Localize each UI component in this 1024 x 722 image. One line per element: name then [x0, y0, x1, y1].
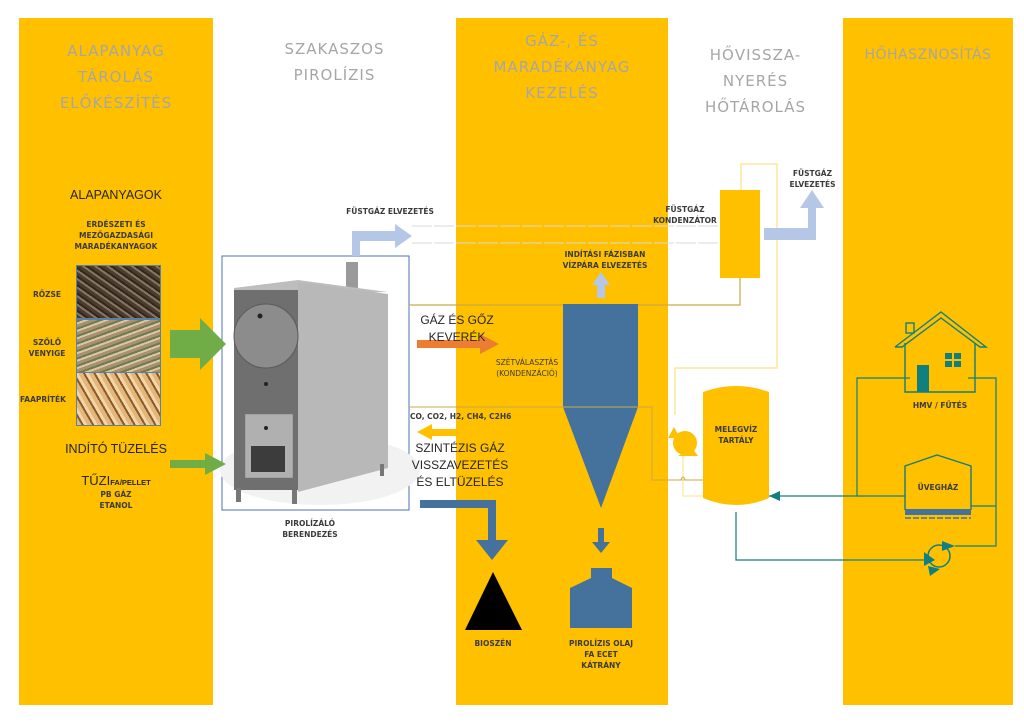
column-title-gas-residue: GÁZ-, ÉS MARADÉKANYAG KEZELÉS [493, 32, 631, 102]
biochar-arrow [420, 500, 508, 560]
hot-water-tank [703, 386, 769, 505]
greenhouse-icon [904, 454, 972, 519]
biochar-label: BIOSZÉN [474, 639, 512, 648]
oil-container-icon [570, 568, 632, 628]
feedstock-label-brushwood: RŐZSE [32, 290, 62, 299]
condenser-water-loop [674, 163, 778, 415]
startup-vapor-arrow [592, 272, 610, 298]
condenser-hot-pipe [409, 278, 741, 306]
startup-vapor-label: INDÍTÁSI FÁZISBAN VÍZPÁRA ELVEZETÉS [562, 250, 648, 270]
biochar-pile-icon [465, 572, 522, 630]
heating-return-line [769, 377, 910, 497]
startup-fuel-firewood-small: FA/PELLET [110, 478, 151, 487]
syngas-return-arrow [417, 424, 460, 440]
feedstock-label-woodchips: FAAPRÍTÉK [20, 395, 66, 404]
flue-gas-arrow-1 [352, 224, 412, 256]
pyrolyzer-device-icon [220, 262, 420, 505]
feedstock-arrow [170, 318, 226, 370]
startup-fuel-heading: INDÍTÓ TÜZELÉS [65, 442, 167, 456]
wood-chips-photo [76, 372, 161, 426]
recirculation-pump-icon [668, 427, 698, 482]
tank-inlet-pipe [652, 476, 703, 481]
hot-water-tank-label: MELEGVÍZ TARTÁLY [714, 425, 758, 445]
startup-fuel-firewood-big: TŰZI [81, 473, 111, 488]
feedstock-label-vine: SZŐLŐ VENYIGE [28, 338, 66, 358]
house-label: HMV / FŰTÉS [912, 401, 968, 410]
liquid-arrow [592, 528, 610, 553]
startup-fuel-arrow [170, 453, 226, 475]
flue-gas-arrow-2 [764, 190, 824, 240]
syngas-components-label: CO, CO2, H2, CH4, C2H6 [410, 412, 512, 421]
pyrolyzer-label: PIROLÍZÁLÓ BERENDEZÉS [282, 519, 338, 539]
vine-cuttings-photo [76, 319, 161, 373]
flue-gas-outlet-label-1: FÜSTGÁZ ELVEZETÉS [346, 207, 434, 216]
startup-fuel-line1: TŰZIFA/PELLET [19, 472, 213, 490]
tank-supply-line [735, 512, 924, 561]
column-title-heat-use: HŐHASZNOSÍTÁS [864, 47, 992, 63]
separator-cyclone [563, 304, 638, 508]
column-heat-use-bg [843, 18, 1013, 705]
gas-vapor-mix-label: GÁZ ÉS GŐZ KEVERÉK [420, 313, 494, 344]
flue-gas-condenser [720, 190, 760, 278]
gas-vapor-arrow [417, 334, 499, 354]
startup-fuel-lpg: PB GÁZ [100, 490, 132, 499]
heating-return-arrow [769, 491, 780, 501]
liquid-products-label: PIROLÍZIS OLAJ FA ECET KÁTRÁNY [569, 639, 633, 670]
house-supply-line [955, 377, 997, 547]
flue-gas-outlet-label-2: FÜSTGÁZ ELVEZETÉS [789, 169, 836, 189]
column-title-heat-recovery: HŐVISSZA- NYERÉS HŐTÁROLÁS [704, 46, 807, 116]
column-title-storage: ALAPANYAG TÁROLÁS ELŐKÉSZÍTÉS [59, 42, 173, 112]
brushwood-photo [76, 265, 161, 319]
tank-outlet-pipe [682, 482, 703, 497]
greenhouse-label: ÜVEGHÁZ [917, 483, 959, 492]
feedstock-heading: ALAPANYAGOK [70, 188, 162, 202]
house-icon [894, 311, 989, 393]
circulation-pump-icon [924, 541, 955, 576]
separation-label: SZÉTVÁLASZTÁS (KONDENZÁCIÓ) [495, 358, 559, 378]
column-title-pyrolysis: SZAKASZOS PIROLÍZIS [284, 40, 385, 84]
flue-condenser-label: FÜSTGÁZ KONDENZÁTOR [653, 205, 717, 225]
startup-fuel-ethanol: ETANOL [99, 501, 133, 510]
syngas-return-label: SZINTÉZIS GÁZ VISSZAVEZETÉS ÉS ELTÜZELÉS [411, 441, 509, 489]
feedstock-subheading: ERDÉSZETI ÉS MEZŐGAZDASÁGI MARADÉKANYAGO… [74, 220, 158, 251]
